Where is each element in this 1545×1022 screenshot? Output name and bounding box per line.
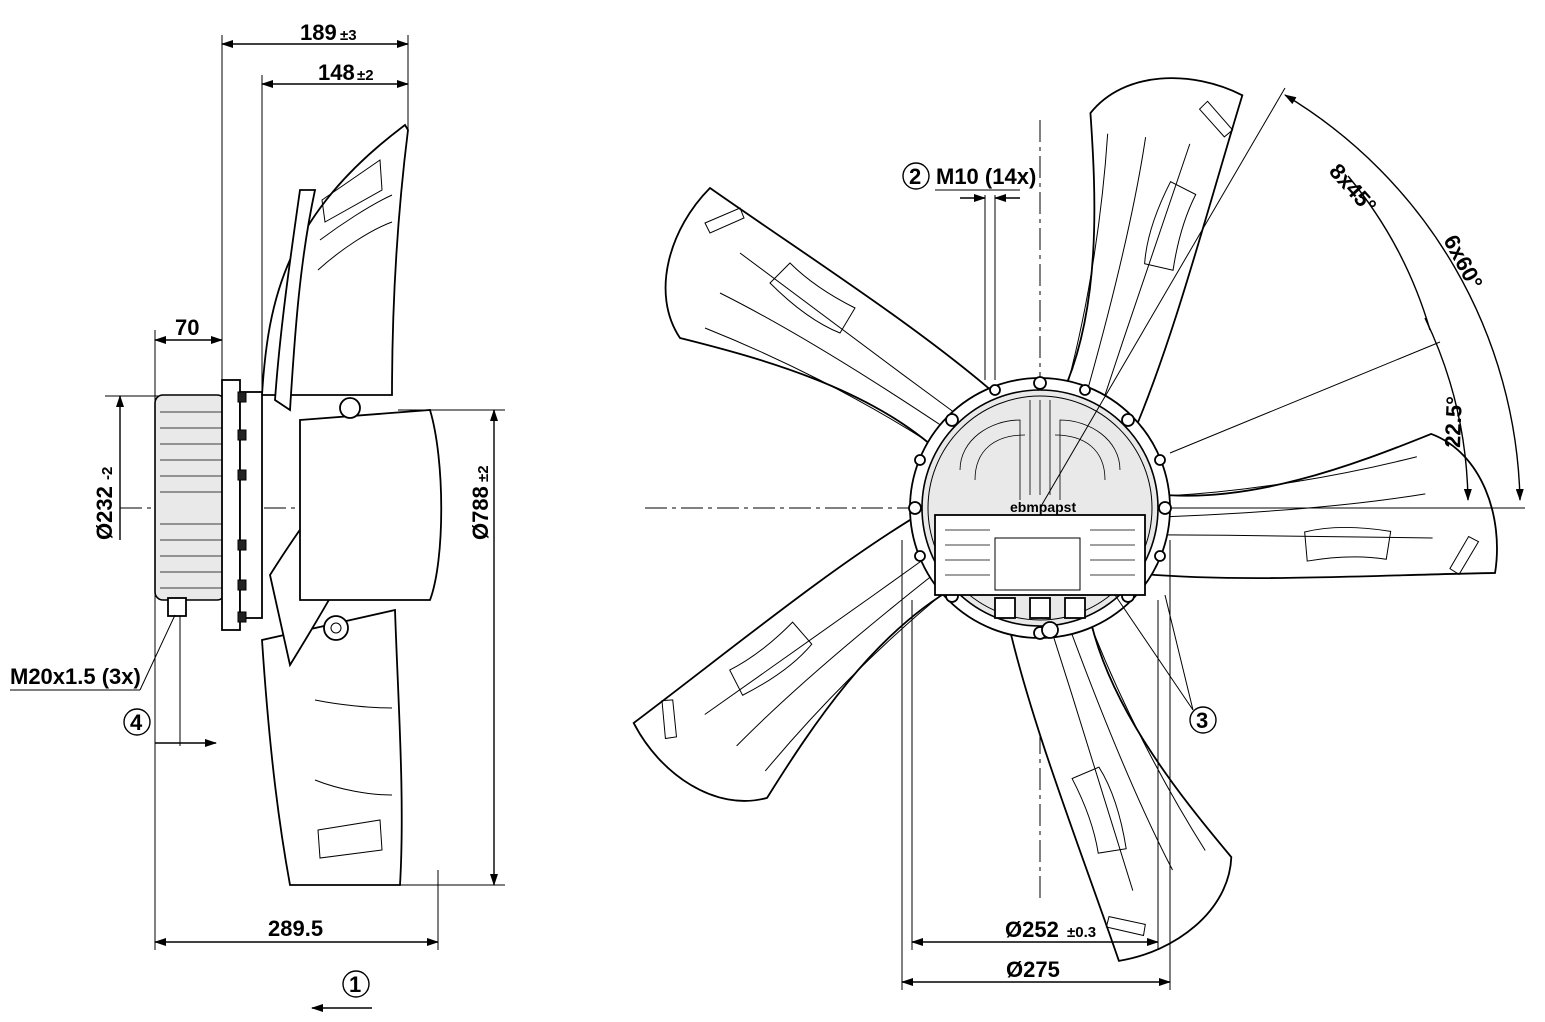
dim-275: Ø275 (1006, 957, 1060, 982)
callout-3-circle (1189, 706, 1217, 734)
cable-gland-side (167, 597, 187, 617)
dim-252: Ø252 (1005, 917, 1059, 942)
arc-22-5 (1424, 317, 1472, 501)
dim-148: 148 (318, 60, 355, 85)
callout-2-circle (902, 162, 930, 190)
callout-3: 3 (1196, 708, 1208, 733)
arc-8x45 (1347, 175, 1431, 331)
dim-788: Ø788 (468, 486, 493, 540)
front-view: ebmpapst 2 M10 (14x) 3 8x45° 6x60° 22.5° (619, 52, 1532, 990)
dim-70: 70 (175, 315, 199, 340)
dim-189-tol: ±3 (340, 27, 357, 44)
callout-1: 1 (349, 972, 361, 997)
blade-bottom-side (261, 608, 403, 886)
callout-2: 2 (909, 164, 921, 189)
terminal-box (934, 514, 1146, 596)
callout-1-circle (342, 970, 370, 998)
dim-788-tol: ±2 (475, 465, 492, 482)
motor-side (154, 394, 226, 601)
dim-252-tol: ±0.3 (1067, 924, 1096, 941)
brand-label: ebmpapst (1010, 499, 1076, 515)
blade-top-side (261, 123, 409, 396)
mount-thread: M10 (14x) (936, 164, 1036, 189)
dim-232: Ø232 (92, 486, 117, 540)
callout-4-circle (123, 708, 151, 736)
arc-6x60 (1284, 94, 1524, 501)
dim-189: 189 (300, 20, 337, 45)
side-view: 189 ±3 148 ±2 70 Ø232 -2 Ø788 ±2 289.5 M… (10, 20, 505, 1012)
angle-6x60: 6x60° (1439, 231, 1488, 294)
hub-side (299, 409, 443, 601)
cable-gland-label: M20x1.5 (3x) (10, 664, 141, 689)
angle-22-5: 22.5° (1440, 396, 1467, 448)
callout-4: 4 (130, 710, 143, 735)
dim-148-tol: ±2 (357, 67, 374, 84)
dim-289-5: 289.5 (268, 916, 323, 941)
flange-side (221, 379, 241, 631)
dim-232-tol: -2 (99, 467, 116, 480)
